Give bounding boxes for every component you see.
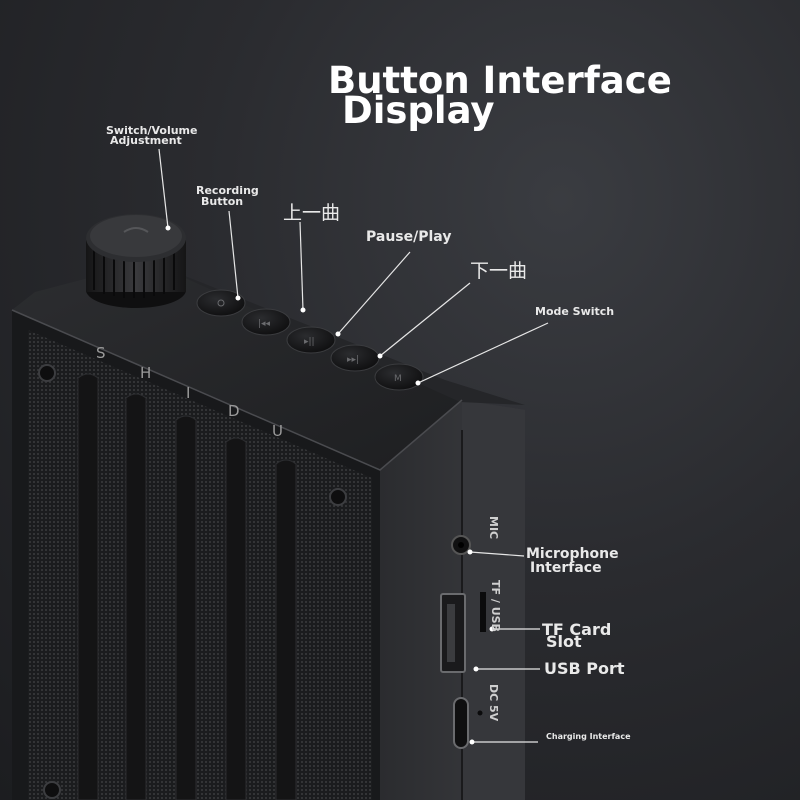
brand-letter: D <box>228 402 240 420</box>
port-label-dc: DC 5V <box>487 684 500 722</box>
port-label-tf-usb: TF / USB <box>489 580 502 632</box>
brand-letter: H <box>140 364 152 382</box>
label-next-track: 下一曲 <box>470 260 528 282</box>
side-ports <box>440 535 486 749</box>
brand-letter: I <box>186 384 191 402</box>
label-pause-play: Pause/Play <box>366 229 452 245</box>
label-microphone: Microphone <box>526 546 619 562</box>
label-charging: Charging Interface <box>546 732 631 741</box>
svg-text:M: M <box>394 374 402 384</box>
label-microphone-line2: Interface <box>530 560 602 576</box>
label-switch-volume-line2: Adjustment <box>110 134 182 147</box>
label-recording-line2: Button <box>201 195 244 208</box>
label-mode-switch: Mode Switch <box>535 305 615 318</box>
label-tf-card-line2: Slot <box>546 632 582 651</box>
label-switch-volume: Switch/Volume <box>106 124 198 137</box>
svg-text:|◂◂: |◂◂ <box>258 319 271 329</box>
svg-text:▸▸|: ▸▸| <box>347 355 359 365</box>
label-previous-track: 上一曲 <box>283 202 341 224</box>
callout-lines <box>158 148 549 743</box>
page-title-line2: Display <box>342 89 495 132</box>
volume-knob <box>86 214 186 308</box>
brand-letter: U <box>272 422 283 440</box>
label-tf-card: TF Card <box>542 620 612 639</box>
label-usb-port: USB Port <box>544 659 625 678</box>
page-title: Button Interface <box>328 59 672 102</box>
port-label-mic: MIC <box>487 516 500 540</box>
label-recording: Recording <box>196 184 259 197</box>
speaker-top <box>12 262 460 470</box>
svg-text:▸||: ▸|| <box>304 337 315 347</box>
control-buttons: |◂◂ ▸|| ▸▸| M <box>196 289 424 391</box>
brand-letter: S <box>96 344 106 362</box>
